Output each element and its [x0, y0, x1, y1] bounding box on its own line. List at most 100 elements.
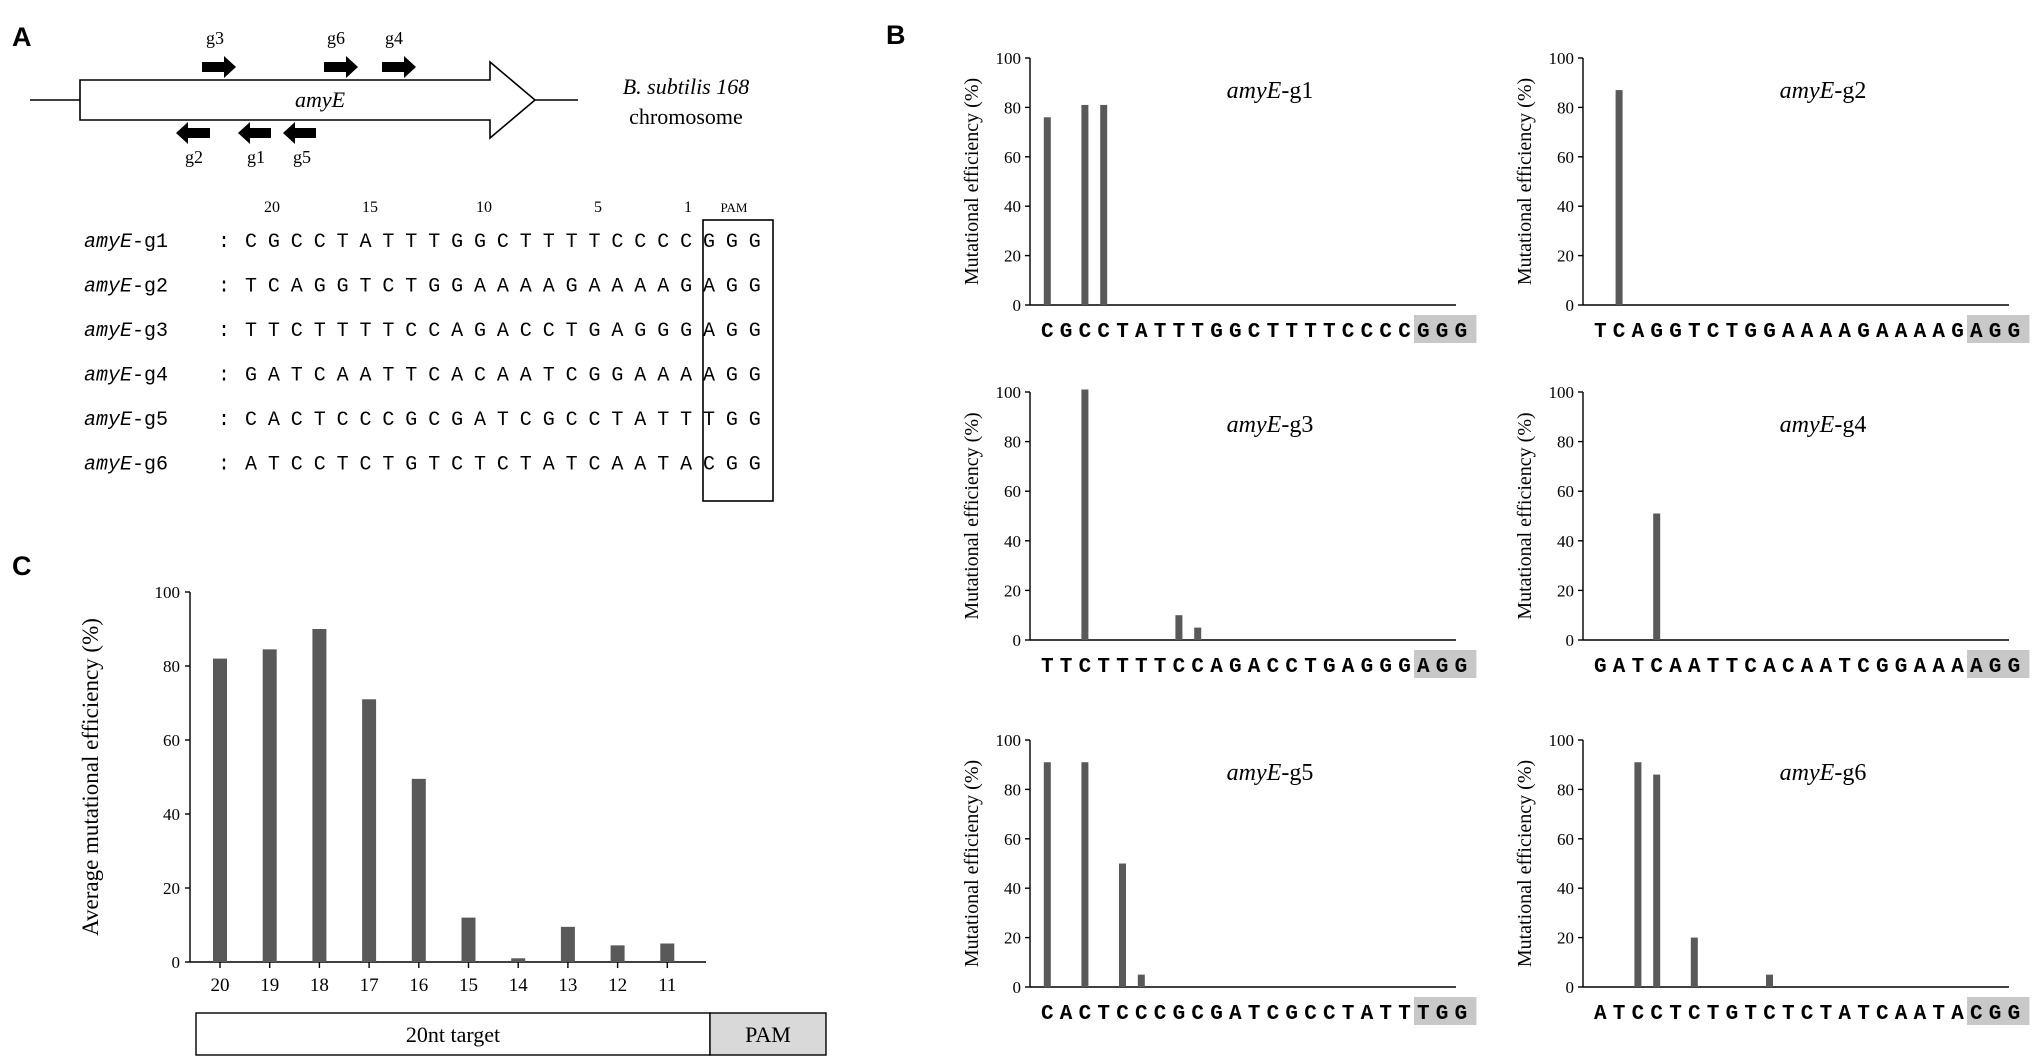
base: G [1173, 1003, 1186, 1026]
base: T [1820, 1003, 1833, 1026]
efficiency-bar [1081, 104, 1089, 306]
base: A [1229, 1003, 1242, 1026]
pam-highlight [1414, 997, 1477, 1025]
base: T [543, 365, 555, 388]
pam-highlight [1414, 650, 1477, 678]
y-tick-label: 0 [1013, 631, 1022, 650]
base: T [314, 320, 326, 343]
base: G [2008, 1003, 2021, 1026]
base: G [1229, 321, 1242, 344]
base: T [405, 276, 417, 299]
avg-efficiency-bar [213, 658, 227, 962]
arrow-left-icon [238, 122, 271, 144]
pam-box [709, 1012, 827, 1056]
guide-name-suffix: -g4 [132, 365, 168, 388]
base: A [589, 276, 601, 299]
base: G [1436, 1003, 1449, 1026]
base: A [634, 365, 646, 388]
base: T [337, 320, 349, 343]
efficiency-bar [1690, 937, 1698, 987]
base: G [1361, 656, 1374, 679]
base: A [1932, 656, 1945, 679]
base: G [589, 320, 601, 343]
base: A [1688, 656, 1701, 679]
pam-highlight [1967, 315, 2030, 343]
base: T [382, 320, 394, 343]
guide-label: g5 [293, 147, 311, 167]
base: G [1857, 321, 1870, 344]
base: G [405, 454, 417, 477]
base: T [268, 320, 280, 343]
guide-name: amyE-g1 [84, 231, 168, 254]
base: G [1323, 656, 1336, 679]
base: C [589, 409, 601, 432]
base: C [1097, 321, 1110, 344]
avg-efficiency-bar [610, 945, 625, 962]
x-tick-label: 18 [310, 975, 329, 996]
position-label: 10 [476, 199, 492, 216]
base: C [566, 409, 578, 432]
base: A [543, 276, 555, 299]
arrow-right-icon [382, 56, 416, 78]
base: G [726, 276, 738, 299]
base: T [1417, 1003, 1430, 1026]
base: T [405, 365, 417, 388]
base: C [1135, 1003, 1148, 1026]
title-gene: amyE [1780, 760, 1835, 786]
guide-name-gene: amyE [84, 320, 133, 343]
base: C [657, 231, 669, 254]
target-label: 20nt target [406, 1022, 500, 1047]
base: A [1951, 656, 1964, 679]
base: T [1707, 1003, 1720, 1026]
base: C [1650, 1003, 1663, 1026]
base: T [1304, 656, 1317, 679]
base: G [1744, 321, 1757, 344]
base: A [1361, 1003, 1374, 1026]
base: C [1079, 656, 1092, 679]
base: A [703, 276, 715, 299]
base: C [314, 454, 326, 477]
base: T [1041, 656, 1054, 679]
base: C [497, 454, 509, 477]
guide-name: amyE-g5 [84, 409, 168, 432]
base: G [726, 231, 738, 254]
base: A [451, 320, 463, 343]
base: G [1951, 321, 1964, 344]
base: A [337, 365, 349, 388]
efficiency-bar [1043, 762, 1051, 987]
base: A [1838, 321, 1851, 344]
y-tick-label: 80 [1557, 98, 1574, 117]
base: T [382, 365, 394, 388]
guide-name-suffix: -g5 [132, 409, 168, 432]
base: C [680, 231, 692, 254]
x-tick-label: 19 [260, 975, 279, 996]
base: T [360, 276, 372, 299]
title-gene: amyE [1780, 412, 1835, 438]
avg-efficiency-bar [411, 778, 426, 962]
base: A [1951, 1003, 1964, 1026]
base: T [428, 231, 440, 254]
title-suffix: -g3 [1281, 412, 1313, 438]
base: G [1989, 1003, 2002, 1026]
base: C [1650, 656, 1663, 679]
efficiency-bar [1043, 117, 1051, 305]
base: C [428, 365, 440, 388]
base: G [657, 320, 669, 343]
base: C [1173, 656, 1186, 679]
separator: : [218, 276, 230, 299]
y-tick-label: 60 [163, 731, 180, 750]
base: A [1210, 656, 1223, 679]
y-tick-label: 20 [1557, 581, 1574, 600]
guide-reverse-g5: g5 [283, 122, 316, 167]
y-tick-label: 20 [1004, 581, 1021, 600]
base: G [1594, 656, 1607, 679]
y-tick-label: 100 [155, 583, 181, 602]
base: A [1801, 321, 1814, 344]
y-axis-label: Mutational efficiency (%) [1514, 78, 1536, 285]
